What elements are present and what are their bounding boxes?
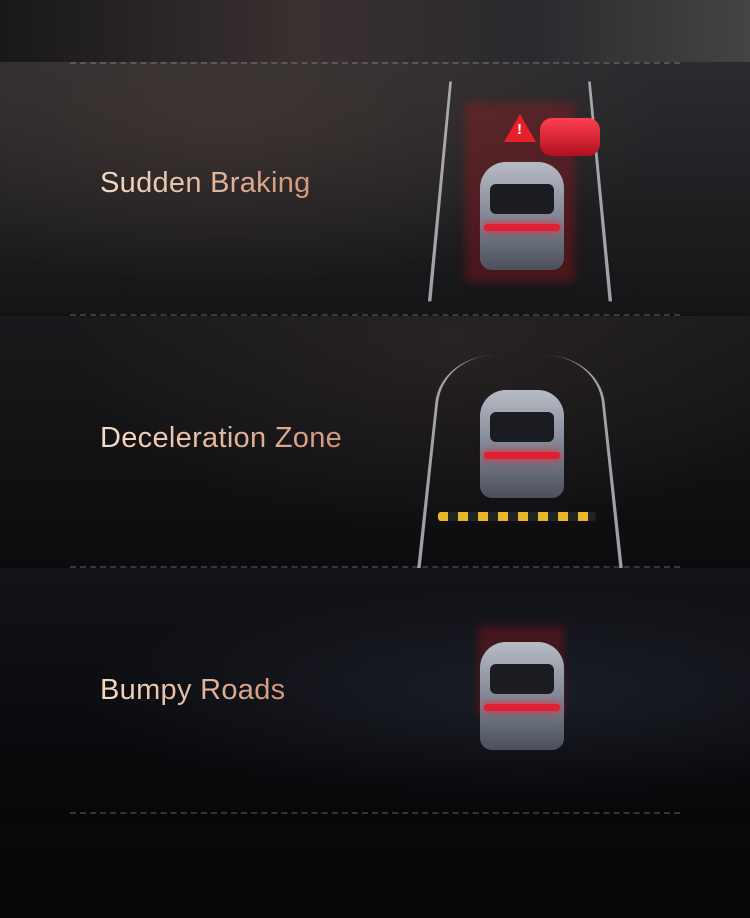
divider bbox=[70, 566, 680, 568]
divider bbox=[70, 314, 680, 316]
panel-deceleration-zone: Deceleration Zone bbox=[0, 316, 750, 568]
red-car bbox=[540, 118, 600, 156]
car bbox=[480, 642, 564, 750]
panel-bumpy-roads: Bumpy Roads bbox=[0, 568, 750, 820]
car bbox=[480, 162, 564, 270]
top-strip bbox=[0, 0, 750, 62]
scenario-title: Bumpy Roads bbox=[100, 674, 285, 707]
divider bbox=[70, 62, 680, 64]
scenario-title: Sudden Braking bbox=[100, 167, 311, 200]
speed-bump-icon bbox=[438, 512, 596, 521]
warning-icon: ! bbox=[504, 114, 536, 142]
divider bbox=[70, 812, 680, 814]
car bbox=[480, 390, 564, 498]
scenario-title: Deceleration Zone bbox=[100, 422, 342, 455]
panel-sudden-braking: Sudden Braking ! bbox=[0, 62, 750, 314]
